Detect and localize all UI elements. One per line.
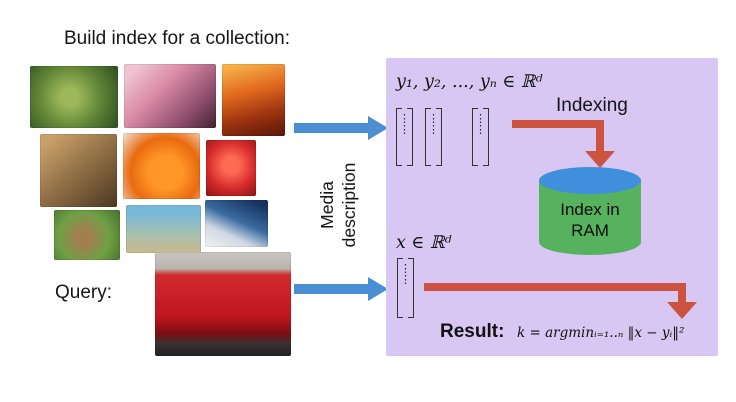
index-store-cylinder: Index in RAM	[539, 167, 641, 255]
collection-image-rocket-launch	[205, 200, 268, 247]
collection-image-statue	[40, 134, 117, 207]
collection-image-red-flower	[206, 140, 256, 196]
vector-y2: ⋮ ⋮	[425, 108, 442, 166]
result-label: Result:	[440, 321, 505, 342]
indexing-label: Indexing	[556, 95, 628, 116]
indexing-arrow-head-icon	[585, 151, 615, 168]
collection-vectors-formula: y₁, y₂, ..., yₙ ∈ ℝᵈ	[396, 72, 543, 92]
search-arrow-head-icon	[667, 302, 697, 319]
media-arrow-top-line	[294, 123, 370, 133]
vector-yn: ⋮ ⋮	[472, 108, 489, 166]
query-vector-formula: x ∈ ℝᵈ	[396, 233, 452, 253]
index-store-label: Index in RAM	[560, 200, 620, 241]
query-label: Query:	[55, 282, 113, 303]
search-arrow-hline	[424, 283, 686, 291]
cylinder-top-icon	[539, 167, 641, 194]
vector-x: ⋮ ⋮	[397, 258, 414, 318]
query-image-red-bus	[155, 252, 291, 356]
collection-title: Build index for a collection:	[64, 28, 291, 49]
collection-image-oranges	[123, 133, 200, 199]
collection-image-rabbit	[54, 210, 120, 260]
result-formula: k = argminᵢ₌₁..ₙ ‖x − yᵢ‖²	[517, 325, 685, 341]
collection-image-sleeping-woman	[124, 64, 216, 128]
media-arrow-bottom-head-icon	[368, 277, 388, 301]
media-arrow-bottom-line	[294, 284, 370, 294]
search-arrow-vline	[678, 283, 686, 304]
indexing-arrow-hline	[512, 120, 604, 128]
indexing-arrow-vline	[596, 120, 604, 153]
collection-image-iguana	[30, 66, 118, 128]
media-arrow-top-head-icon	[368, 116, 388, 140]
collection-image-slot-canyon	[222, 64, 285, 136]
collection-image-jellyfish	[126, 205, 201, 253]
vector-y1: ⋮ ⋮	[396, 108, 413, 166]
